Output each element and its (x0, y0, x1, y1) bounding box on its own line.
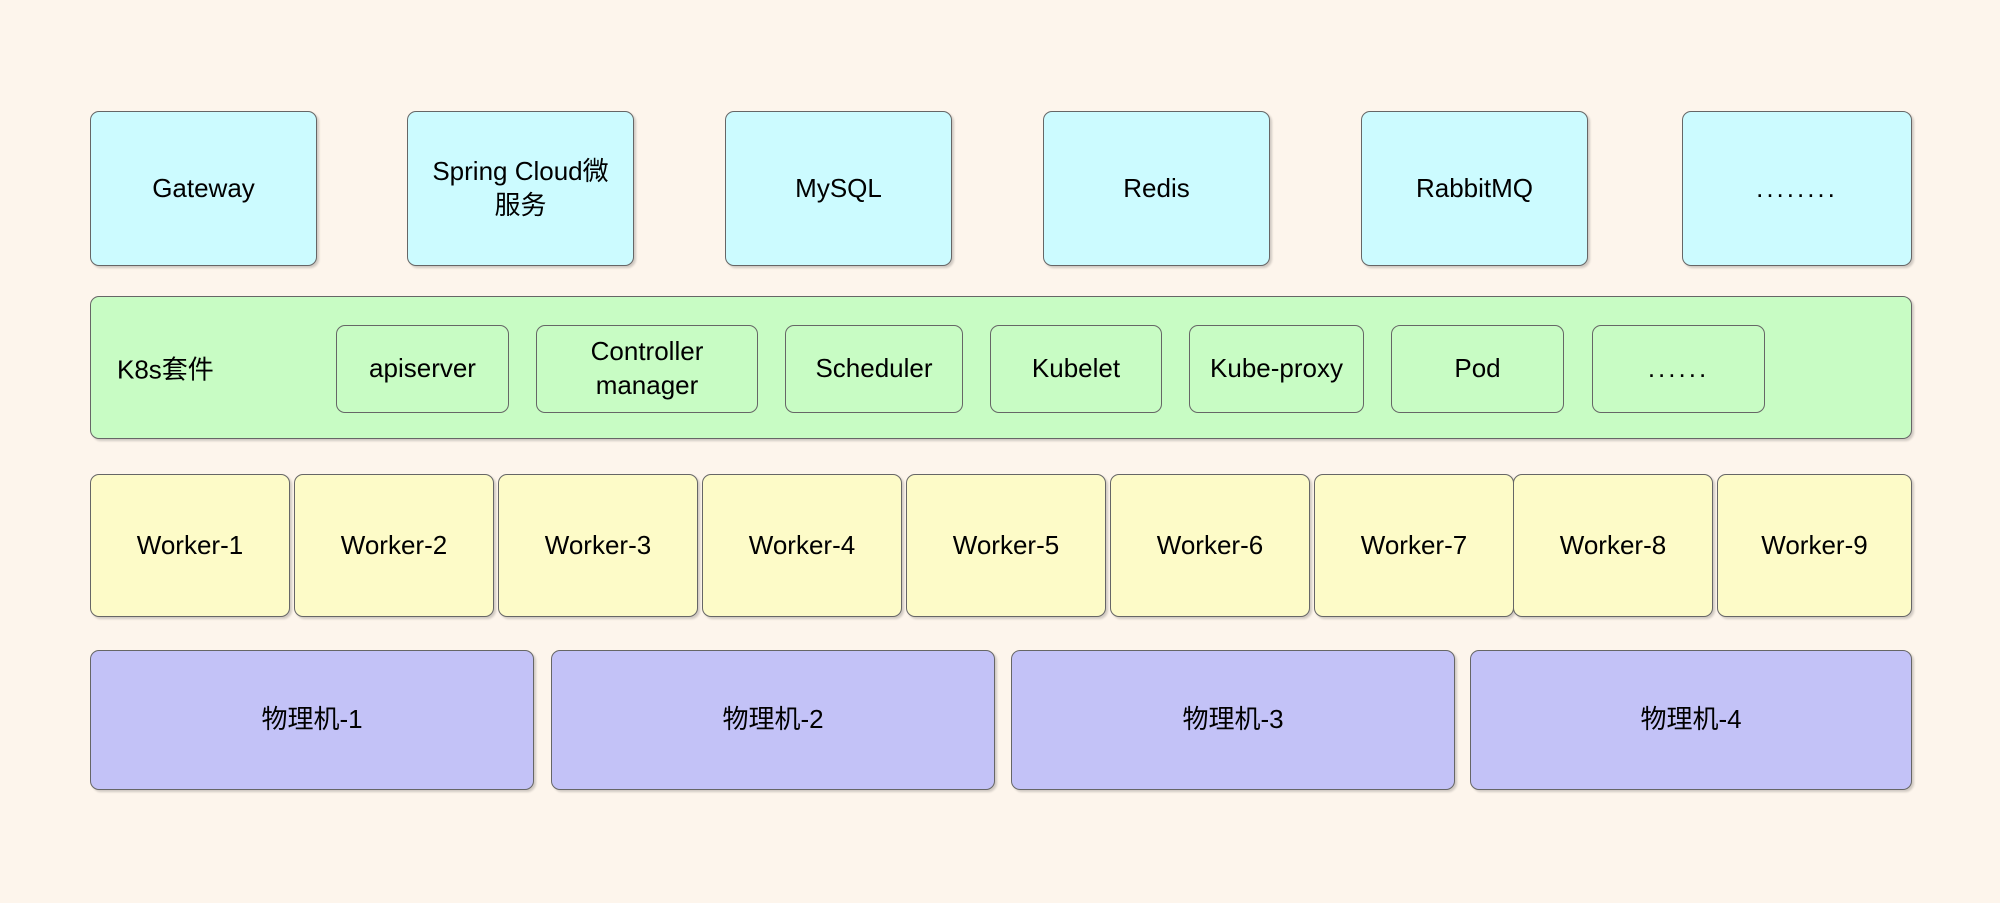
app-node-label: MySQL (795, 172, 882, 203)
k8s-node-scheduler[interactable]: Scheduler (785, 325, 963, 413)
app-node-gateway[interactable]: Gateway (90, 111, 317, 266)
physical-machine-3[interactable]: 物理机-3 (1011, 650, 1455, 790)
physical-machine-label: 物理机-1 (261, 704, 363, 735)
k8s-node-more[interactable]: ...... (1592, 325, 1765, 413)
worker-node-label: Worker-7 (1360, 529, 1468, 560)
k8s-node-label: Controller manager (590, 336, 704, 400)
k8s-node-pod[interactable]: Pod (1391, 325, 1564, 413)
worker-node-label: Worker-2 (340, 529, 448, 560)
physical-machine-label: 物理机-3 (1182, 704, 1284, 735)
physical-machine-label: 物理机-4 (1640, 704, 1742, 735)
worker-node-1[interactable]: Worker-1 (90, 474, 290, 617)
app-node-label: Gateway (152, 172, 255, 203)
app-node-more[interactable]: ........ (1682, 111, 1912, 266)
k8s-band-label: K8s套件 (117, 354, 214, 384)
worker-node-2[interactable]: Worker-2 (294, 474, 494, 617)
k8s-node-apiserver[interactable]: apiserver (336, 325, 509, 413)
worker-node-9[interactable]: Worker-9 (1717, 474, 1912, 617)
worker-node-4[interactable]: Worker-4 (702, 474, 902, 617)
k8s-node-kube-proxy[interactable]: Kube-proxy (1189, 325, 1364, 413)
app-node-label: Redis (1123, 172, 1190, 203)
app-node-spring-cloud[interactable]: Spring Cloud微服务 (407, 111, 634, 266)
k8s-node-label: Kubelet (1031, 353, 1121, 384)
worker-node-5[interactable]: Worker-5 (906, 474, 1106, 617)
k8s-node-label: Pod (1454, 353, 1501, 384)
app-node-mysql[interactable]: MySQL (725, 111, 952, 266)
app-node-label: Spring Cloud微服务 (432, 156, 609, 220)
worker-node-label: Worker-8 (1559, 529, 1667, 560)
worker-node-label: Worker-9 (1761, 529, 1868, 560)
physical-machine-2[interactable]: 物理机-2 (551, 650, 995, 790)
worker-node-label: Worker-4 (748, 529, 856, 560)
k8s-node-controller-manager[interactable]: Controller manager (536, 325, 758, 413)
worker-node-8[interactable]: Worker-8 (1513, 474, 1713, 617)
physical-machine-4[interactable]: 物理机-4 (1470, 650, 1912, 790)
worker-node-7[interactable]: Worker-7 (1314, 474, 1514, 617)
k8s-node-label: Scheduler (815, 353, 933, 384)
physical-machine-1[interactable]: 物理机-1 (90, 650, 534, 790)
app-node-rabbitmq[interactable]: RabbitMQ (1361, 111, 1588, 266)
app-node-label: ........ (1756, 172, 1838, 203)
app-node-redis[interactable]: Redis (1043, 111, 1270, 266)
k8s-band: K8s套件 apiserver Controller manager Sched… (90, 296, 1912, 439)
worker-node-label: Worker-5 (952, 529, 1060, 560)
k8s-node-label: apiserver (369, 353, 476, 384)
k8s-node-label: ...... (1647, 353, 1710, 384)
k8s-node-label: Kube-proxy (1210, 353, 1343, 384)
physical-machine-label: 物理机-2 (722, 704, 824, 735)
app-node-label: RabbitMQ (1415, 172, 1534, 203)
worker-node-6[interactable]: Worker-6 (1110, 474, 1310, 617)
worker-node-label: Worker-6 (1156, 529, 1264, 560)
worker-node-3[interactable]: Worker-3 (498, 474, 698, 617)
worker-node-label: Worker-3 (544, 529, 652, 560)
worker-node-label: Worker-1 (136, 529, 244, 560)
k8s-node-kubelet[interactable]: Kubelet (990, 325, 1162, 413)
